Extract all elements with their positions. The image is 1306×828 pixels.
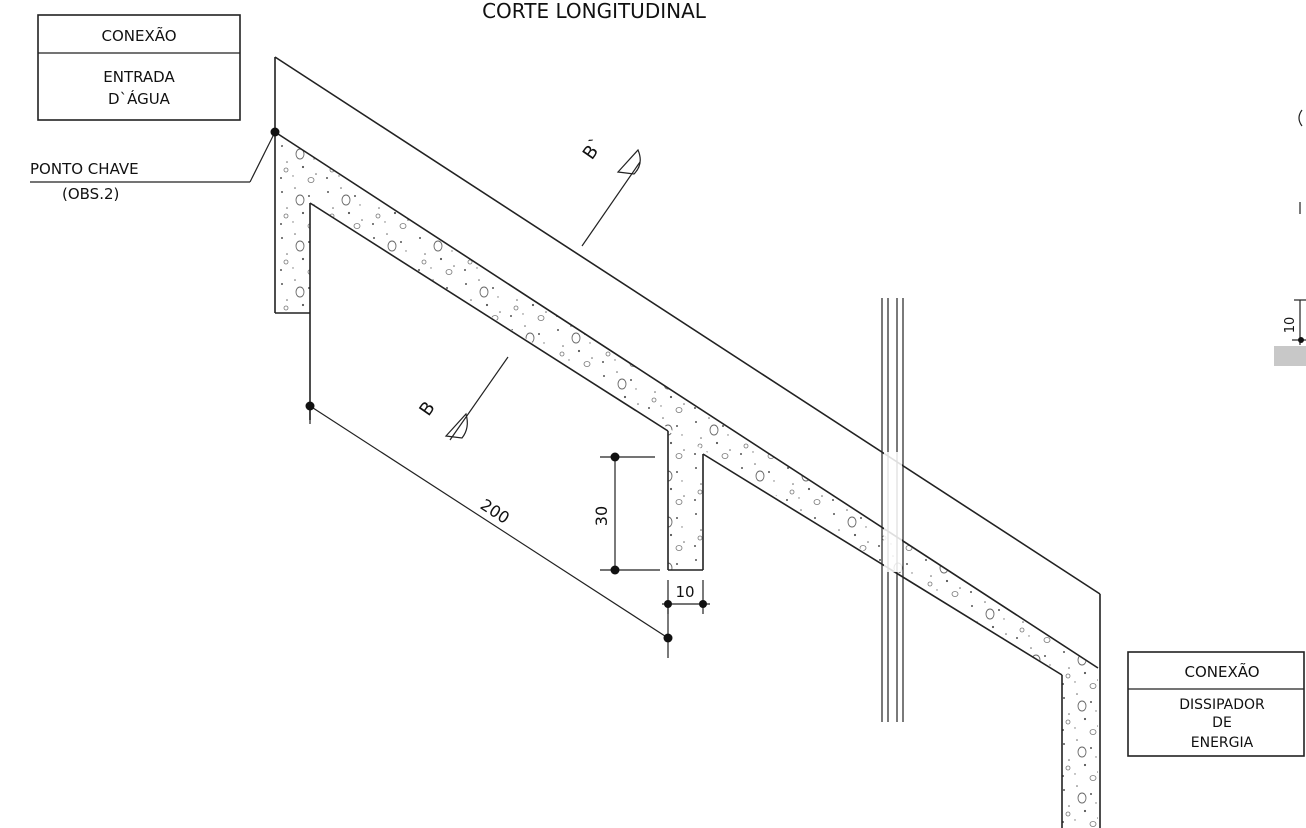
dimension-width: 10	[662, 580, 710, 614]
dimension-height-label: 30	[592, 506, 611, 526]
edge-dimension-label: 10	[1283, 317, 1298, 334]
channel-outline	[274, 56, 1101, 828]
key-point-note: (OBS.2)	[62, 185, 119, 203]
break-lines	[881, 298, 904, 722]
inlet-connection-header: CONEXÃO	[101, 26, 176, 45]
outlet-connection-line3: ENERGIA	[1191, 735, 1254, 751]
section-mark-b-prime-label: B`	[579, 134, 608, 164]
dimension-length-label: 200	[477, 495, 513, 528]
outlet-connection-line1: DISSIPADOR	[1179, 697, 1265, 713]
inlet-connection-box: CONEXÃO ENTRADA D`ÁGUA	[37, 14, 241, 121]
drawing-title: CORTE LONGITUDINAL	[482, 0, 707, 23]
outlet-connection-header: CONEXÃO	[1184, 662, 1259, 681]
outlet-connection-box: CONEXÃO DISSIPADOR DE ENERGIA	[1127, 651, 1305, 757]
dimension-length: 200	[305, 401, 673, 658]
key-point-marker	[270, 127, 280, 137]
partial-detail-edge: 10	[1274, 109, 1306, 366]
dimension-width-label: 10	[675, 583, 694, 601]
section-mark-b-label: B	[415, 398, 439, 420]
dimension-height: 30	[592, 452, 660, 575]
key-point-label: PONTO CHAVE	[30, 160, 139, 178]
inlet-connection-line1: ENTRADA	[103, 68, 175, 86]
section-mark-b: B	[415, 356, 509, 441]
key-point-callout: PONTO CHAVE (OBS.2)	[30, 127, 280, 203]
section-mark-b-prime: B`	[579, 134, 641, 247]
concrete-channel	[275, 132, 1098, 828]
inlet-connection-line2: D`ÁGUA	[108, 89, 171, 108]
outlet-connection-line2: DE	[1212, 715, 1232, 731]
